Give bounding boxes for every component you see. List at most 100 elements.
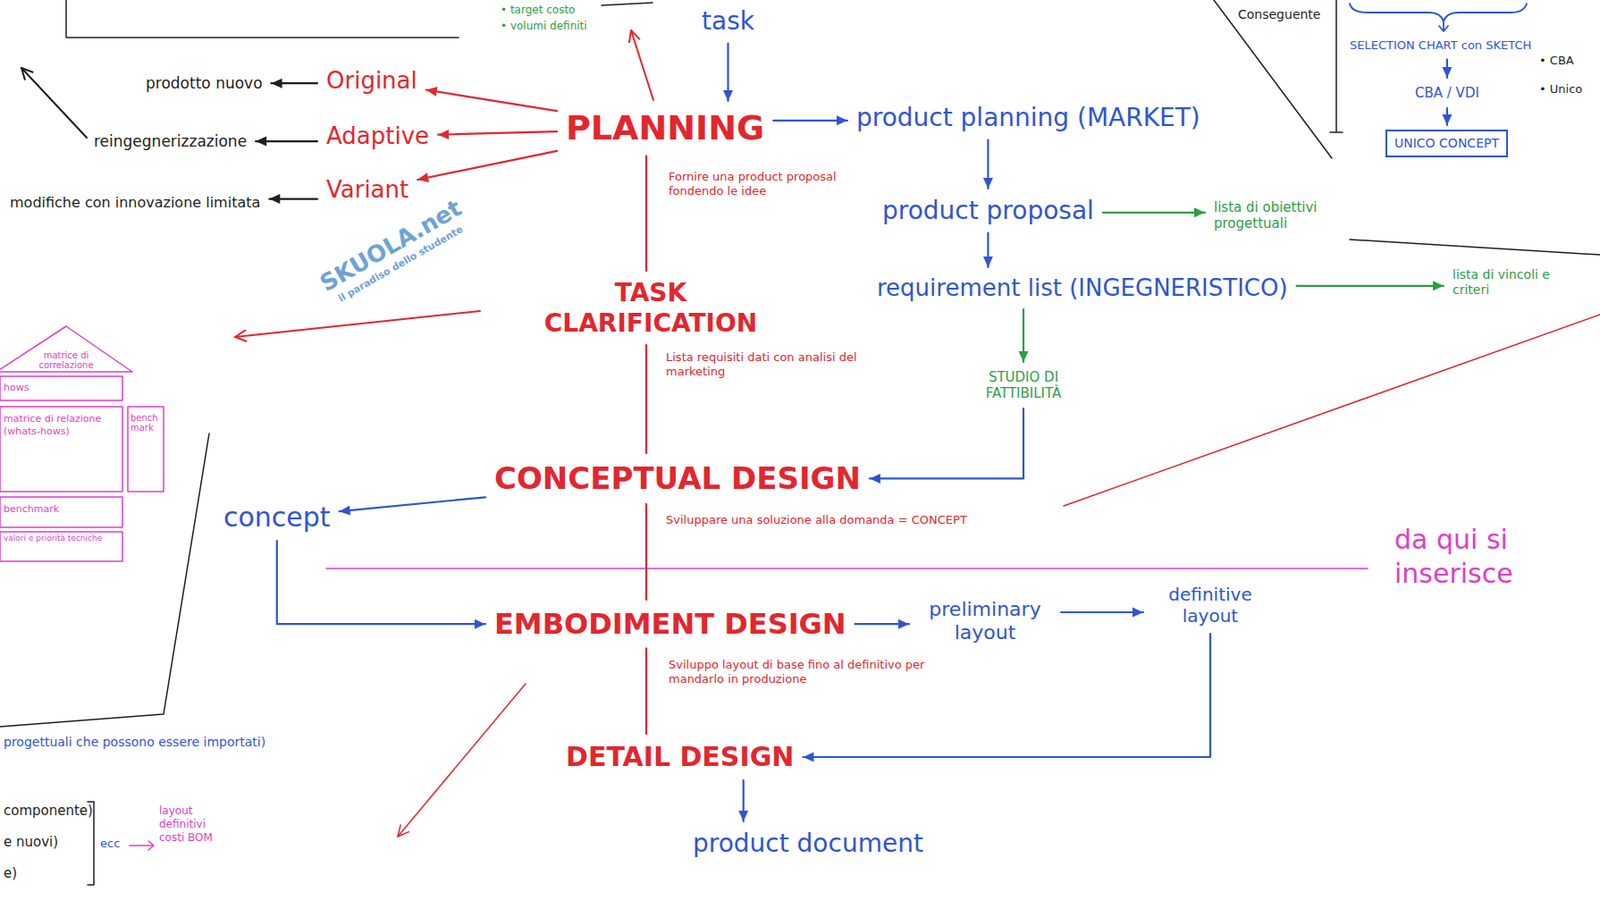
margin-note: Conseguente — [1237, 7, 1321, 24]
connector — [723, 43, 733, 102]
bullet-note: • CBA — [1539, 53, 1575, 68]
connector-line — [645, 345, 648, 454]
arrowhead — [629, 30, 640, 43]
step-text: CBA / VDI — [1410, 82, 1484, 104]
connector — [339, 496, 486, 515]
connector-line — [1296, 285, 1444, 287]
type-meaning: prodotto nuovo — [141, 71, 268, 95]
phase-note: Sviluppo layout di base fino al definiti… — [668, 657, 928, 688]
connector-line — [426, 90, 557, 112]
house-room — [0, 496, 123, 528]
node-text: concept — [223, 501, 331, 534]
margin-note: e nuovi) — [3, 833, 59, 851]
arrowhead — [1432, 280, 1444, 291]
connector — [646, 156, 648, 271]
bullet-note: • volumi definiti — [500, 19, 588, 34]
output-text: concept — [218, 498, 336, 537]
connector-line — [417, 151, 557, 180]
arrowhead — [426, 86, 438, 97]
arrowhead — [235, 330, 247, 342]
connector — [1103, 207, 1205, 218]
house-room — [0, 376, 123, 401]
frame-line — [0, 433, 210, 727]
arrowhead — [983, 256, 994, 268]
phase-note: Sviluppare una soluzione alla domanda = … — [665, 513, 1024, 528]
frame-line — [601, 2, 653, 6]
node-text: prodotto nuovo — [145, 74, 263, 93]
connector — [869, 408, 1024, 484]
arrowhead — [21, 67, 34, 80]
leader-arrow — [1439, 21, 1449, 32]
node-text: UNICO CONCEPT — [1394, 135, 1499, 152]
design-type: Adaptive — [321, 119, 434, 153]
house-text: hows — [3, 381, 29, 395]
connector — [1441, 108, 1452, 126]
node-text: CONCEPTUAL DESIGN — [494, 460, 861, 497]
house-room — [0, 531, 123, 562]
arrowhead — [1132, 607, 1144, 618]
node-text: modifiche con innovazione limitata — [9, 193, 261, 211]
connector — [417, 151, 557, 183]
node-text: TASK CLARIFICATION — [521, 277, 781, 338]
bullet-note: • Unico — [1539, 82, 1583, 97]
node-text: PLANNING — [565, 108, 765, 150]
arrowhead — [898, 619, 910, 630]
connector-line — [1061, 611, 1144, 614]
phase-title: EMBODIMENT DESIGN — [489, 604, 851, 644]
phase-note: Lista requisiti dati con analisi del mar… — [665, 350, 872, 380]
margin-note: da qui si inserisce — [1394, 522, 1574, 590]
output-text: product proposal — [877, 193, 1099, 229]
output-text: product planning (MARKET) — [851, 100, 1205, 136]
node-text: reingegnerizzazione — [93, 132, 247, 151]
arrowhead — [397, 825, 409, 837]
leader-arrow — [397, 683, 526, 837]
connector — [255, 136, 318, 147]
arrowhead — [269, 193, 280, 204]
frame-line — [1213, 0, 1332, 159]
connector — [437, 129, 557, 140]
house-text: matrice di correlazione — [26, 350, 106, 371]
result-box: UNICO CONCEPT — [1385, 129, 1508, 158]
node-text: product planning (MARKET) — [856, 102, 1201, 134]
arrowhead — [836, 115, 848, 126]
node-text: preliminary layout — [917, 597, 1053, 646]
connector-line — [645, 504, 648, 600]
connector — [277, 540, 486, 630]
connector-line — [802, 633, 1211, 758]
margin-note: layout definitivi costi BOM — [159, 804, 227, 845]
connector-line — [437, 131, 557, 135]
connector — [646, 648, 648, 734]
arrowhead — [802, 752, 814, 763]
connector — [646, 504, 648, 600]
output-text: product document — [688, 825, 928, 862]
output-text: requirement list (INGEGNERISTICO) — [872, 271, 1293, 305]
connector — [983, 140, 994, 189]
connector — [1018, 309, 1029, 363]
house-room — [0, 406, 123, 492]
margin-note: componente) — [3, 802, 93, 820]
connector — [738, 780, 749, 822]
connector — [646, 345, 648, 454]
output-text: definitive layout — [1147, 581, 1273, 630]
connector-line — [869, 408, 1024, 479]
watermark-group: SKUOLA.netil paradiso dello studente — [314, 193, 472, 309]
node-text: SELECTION CHART con SKETCH — [1349, 38, 1532, 53]
design-type: Variant — [321, 173, 413, 207]
arrowhead — [1018, 351, 1029, 363]
connector — [855, 619, 910, 630]
connector — [1296, 280, 1444, 291]
phase-title: TASK CLARIFICATION — [516, 275, 785, 341]
arrowhead — [417, 172, 430, 183]
arrowhead — [983, 177, 994, 189]
arrowhead — [437, 129, 449, 140]
house-text: benchmark — [3, 503, 59, 516]
house-room — [127, 406, 164, 492]
arrowhead — [1441, 67, 1452, 78]
house-text: matrice di relazione (whats-hows) — [3, 412, 116, 438]
margin-note: e) — [3, 865, 17, 883]
house-roof — [0, 326, 133, 372]
arrowhead — [738, 810, 749, 822]
leader-arrow — [235, 311, 480, 337]
house-text: valori e priorità tecniche — [3, 534, 118, 544]
type-meaning: reingegnerizzazione — [89, 129, 252, 153]
